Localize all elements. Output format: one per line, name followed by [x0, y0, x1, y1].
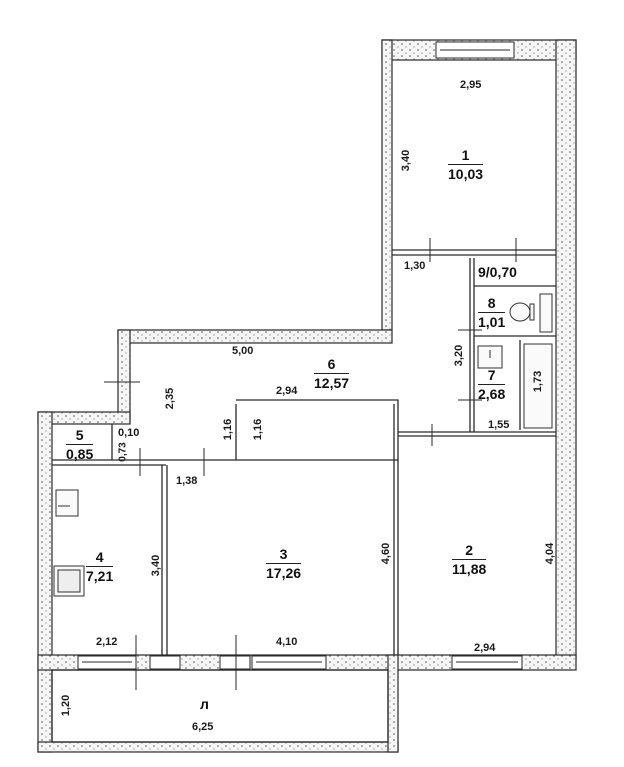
dim-4-60: 4,60 [380, 542, 393, 565]
room-3-label: 3 17,26 [266, 546, 302, 582]
room-1-area: 10,03 [448, 166, 484, 183]
dim-1-20: 1,20 [60, 694, 73, 717]
fixtures [53, 293, 553, 597]
toilet-icon [509, 302, 535, 322]
room-7-number: 7 [478, 367, 506, 386]
dim-2-35: 2,35 [164, 387, 177, 410]
sink-icon [477, 345, 503, 369]
room-3-number: 3 [266, 546, 302, 565]
room-1-label: 1 10,03 [448, 147, 484, 183]
dim-1-30: 1,30 [404, 260, 426, 272]
dim-1-55: 1,55 [488, 419, 510, 431]
room-6-area: 12,57 [314, 375, 350, 392]
dim-4-04: 4,04 [544, 542, 557, 565]
dim-room1-height: 3,40 [400, 149, 413, 172]
dim-hall-2-94: 2,94 [276, 385, 298, 397]
dim-4-10: 4,10 [276, 636, 298, 648]
dim-0-10: 0,10 [118, 427, 140, 439]
room-5-area: 0,85 [66, 446, 94, 463]
room-2-label: 2 11,88 [452, 542, 487, 578]
dim-5-00: 5,00 [232, 345, 254, 357]
room-7-area: 2,68 [478, 386, 506, 403]
stove-icon [53, 565, 85, 597]
bathtub-icon [523, 293, 553, 429]
room-6-label: 6 12,57 [314, 356, 350, 392]
dim-1-16-a: 1,16 [222, 418, 235, 441]
dim-3-20: 3,20 [453, 344, 466, 367]
dim-1-38: 1,38 [176, 475, 198, 487]
dim-0-73: 0,73 [117, 442, 129, 462]
dim-2-12: 2,12 [96, 636, 118, 648]
windows [77, 41, 523, 670]
room-9-label: 9/0,70 [478, 264, 517, 280]
room-4-number: 4 [86, 549, 114, 568]
room-7-label: 7 2,68 [478, 367, 506, 403]
room-4-area: 7,21 [86, 568, 114, 585]
room-4-label: 4 7,21 [86, 549, 114, 585]
room-3-area: 17,26 [266, 565, 302, 582]
room-8-number: 8 [478, 295, 506, 314]
kitchen-sink-icon [55, 489, 79, 517]
room-8-label: 8 1,01 [478, 295, 506, 331]
dim-room4-height: 3,40 [150, 554, 163, 577]
dim-room2-2-94: 2,94 [474, 642, 496, 654]
room-2-number: 2 [452, 542, 487, 561]
room-6-number: 6 [314, 356, 350, 375]
dim-6-25: 6,25 [192, 721, 214, 733]
room-2-area: 11,88 [452, 561, 487, 578]
room-5-number: 5 [66, 427, 94, 446]
dim-room1-width: 2,95 [460, 79, 482, 91]
interior-walls [51, 249, 556, 743]
dim-1-16-b: 1,16 [252, 418, 265, 441]
dim-1-73: 1,73 [532, 370, 545, 393]
balcony-label: л [200, 696, 209, 712]
room-1-number: 1 [448, 147, 484, 166]
door-marks [104, 238, 517, 690]
room-8-area: 1,01 [478, 314, 506, 331]
room-5-label: 5 0,85 [66, 427, 94, 463]
